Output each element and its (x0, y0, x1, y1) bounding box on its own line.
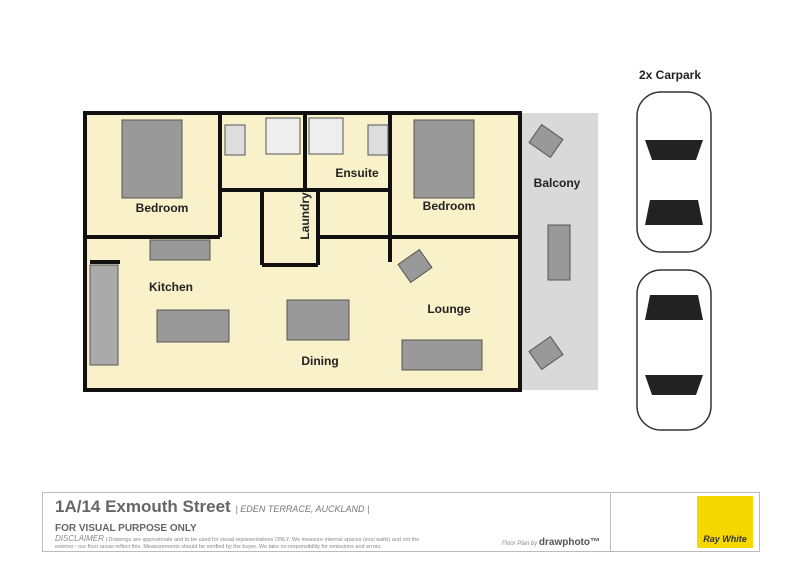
sofa (401, 339, 483, 371)
credit: Floor Plan by drawphoto™ (501, 537, 600, 548)
shower-ensuite (308, 117, 344, 155)
logo-box: Ray White (610, 492, 760, 552)
kitchen-label: Kitchen (149, 280, 193, 294)
laundry-label: Laundry (298, 192, 312, 240)
bedroom-label: Bedroom (136, 201, 189, 215)
lounge-label: Lounge (427, 302, 471, 316)
dining-label: Dining (301, 354, 338, 368)
disclaimer: DISCLAIMER | Drawings are approximate an… (55, 534, 420, 551)
ensuite-label: Ensuite (335, 166, 379, 180)
kitchen-bench (149, 239, 211, 261)
vanity-ensuite (367, 124, 389, 156)
visual-notice: FOR VISUAL PURPOSE ONLY (55, 523, 197, 534)
walls (83, 111, 522, 392)
suburb: | EDEN TERRACE, AUCKLAND | (235, 504, 370, 514)
dining-table (286, 299, 350, 341)
bed-right (413, 119, 475, 199)
car-icon (636, 91, 712, 253)
vanity (224, 124, 246, 156)
kitchen-counter (89, 264, 119, 366)
balcony-chair (528, 335, 564, 371)
armchair (397, 248, 433, 284)
address: 1A/14 Exmouth Street | EDEN TERRACE, AUC… (55, 497, 370, 516)
furniture (89, 117, 571, 371)
balcony-label: Balcony (534, 176, 581, 190)
carpark-label: 2x Carpark (639, 68, 701, 82)
balcony-table (547, 224, 571, 281)
bedroom-label: Bedroom (423, 199, 476, 213)
footer: 1A/14 Exmouth Street | EDEN TERRACE, AUC… (42, 492, 610, 552)
balcony-chair (528, 123, 564, 159)
shower (265, 117, 301, 155)
kitchen-island (156, 309, 230, 343)
car-icon (636, 269, 712, 431)
bed-left (121, 119, 183, 199)
ray-white-logo: Ray White (697, 496, 753, 548)
